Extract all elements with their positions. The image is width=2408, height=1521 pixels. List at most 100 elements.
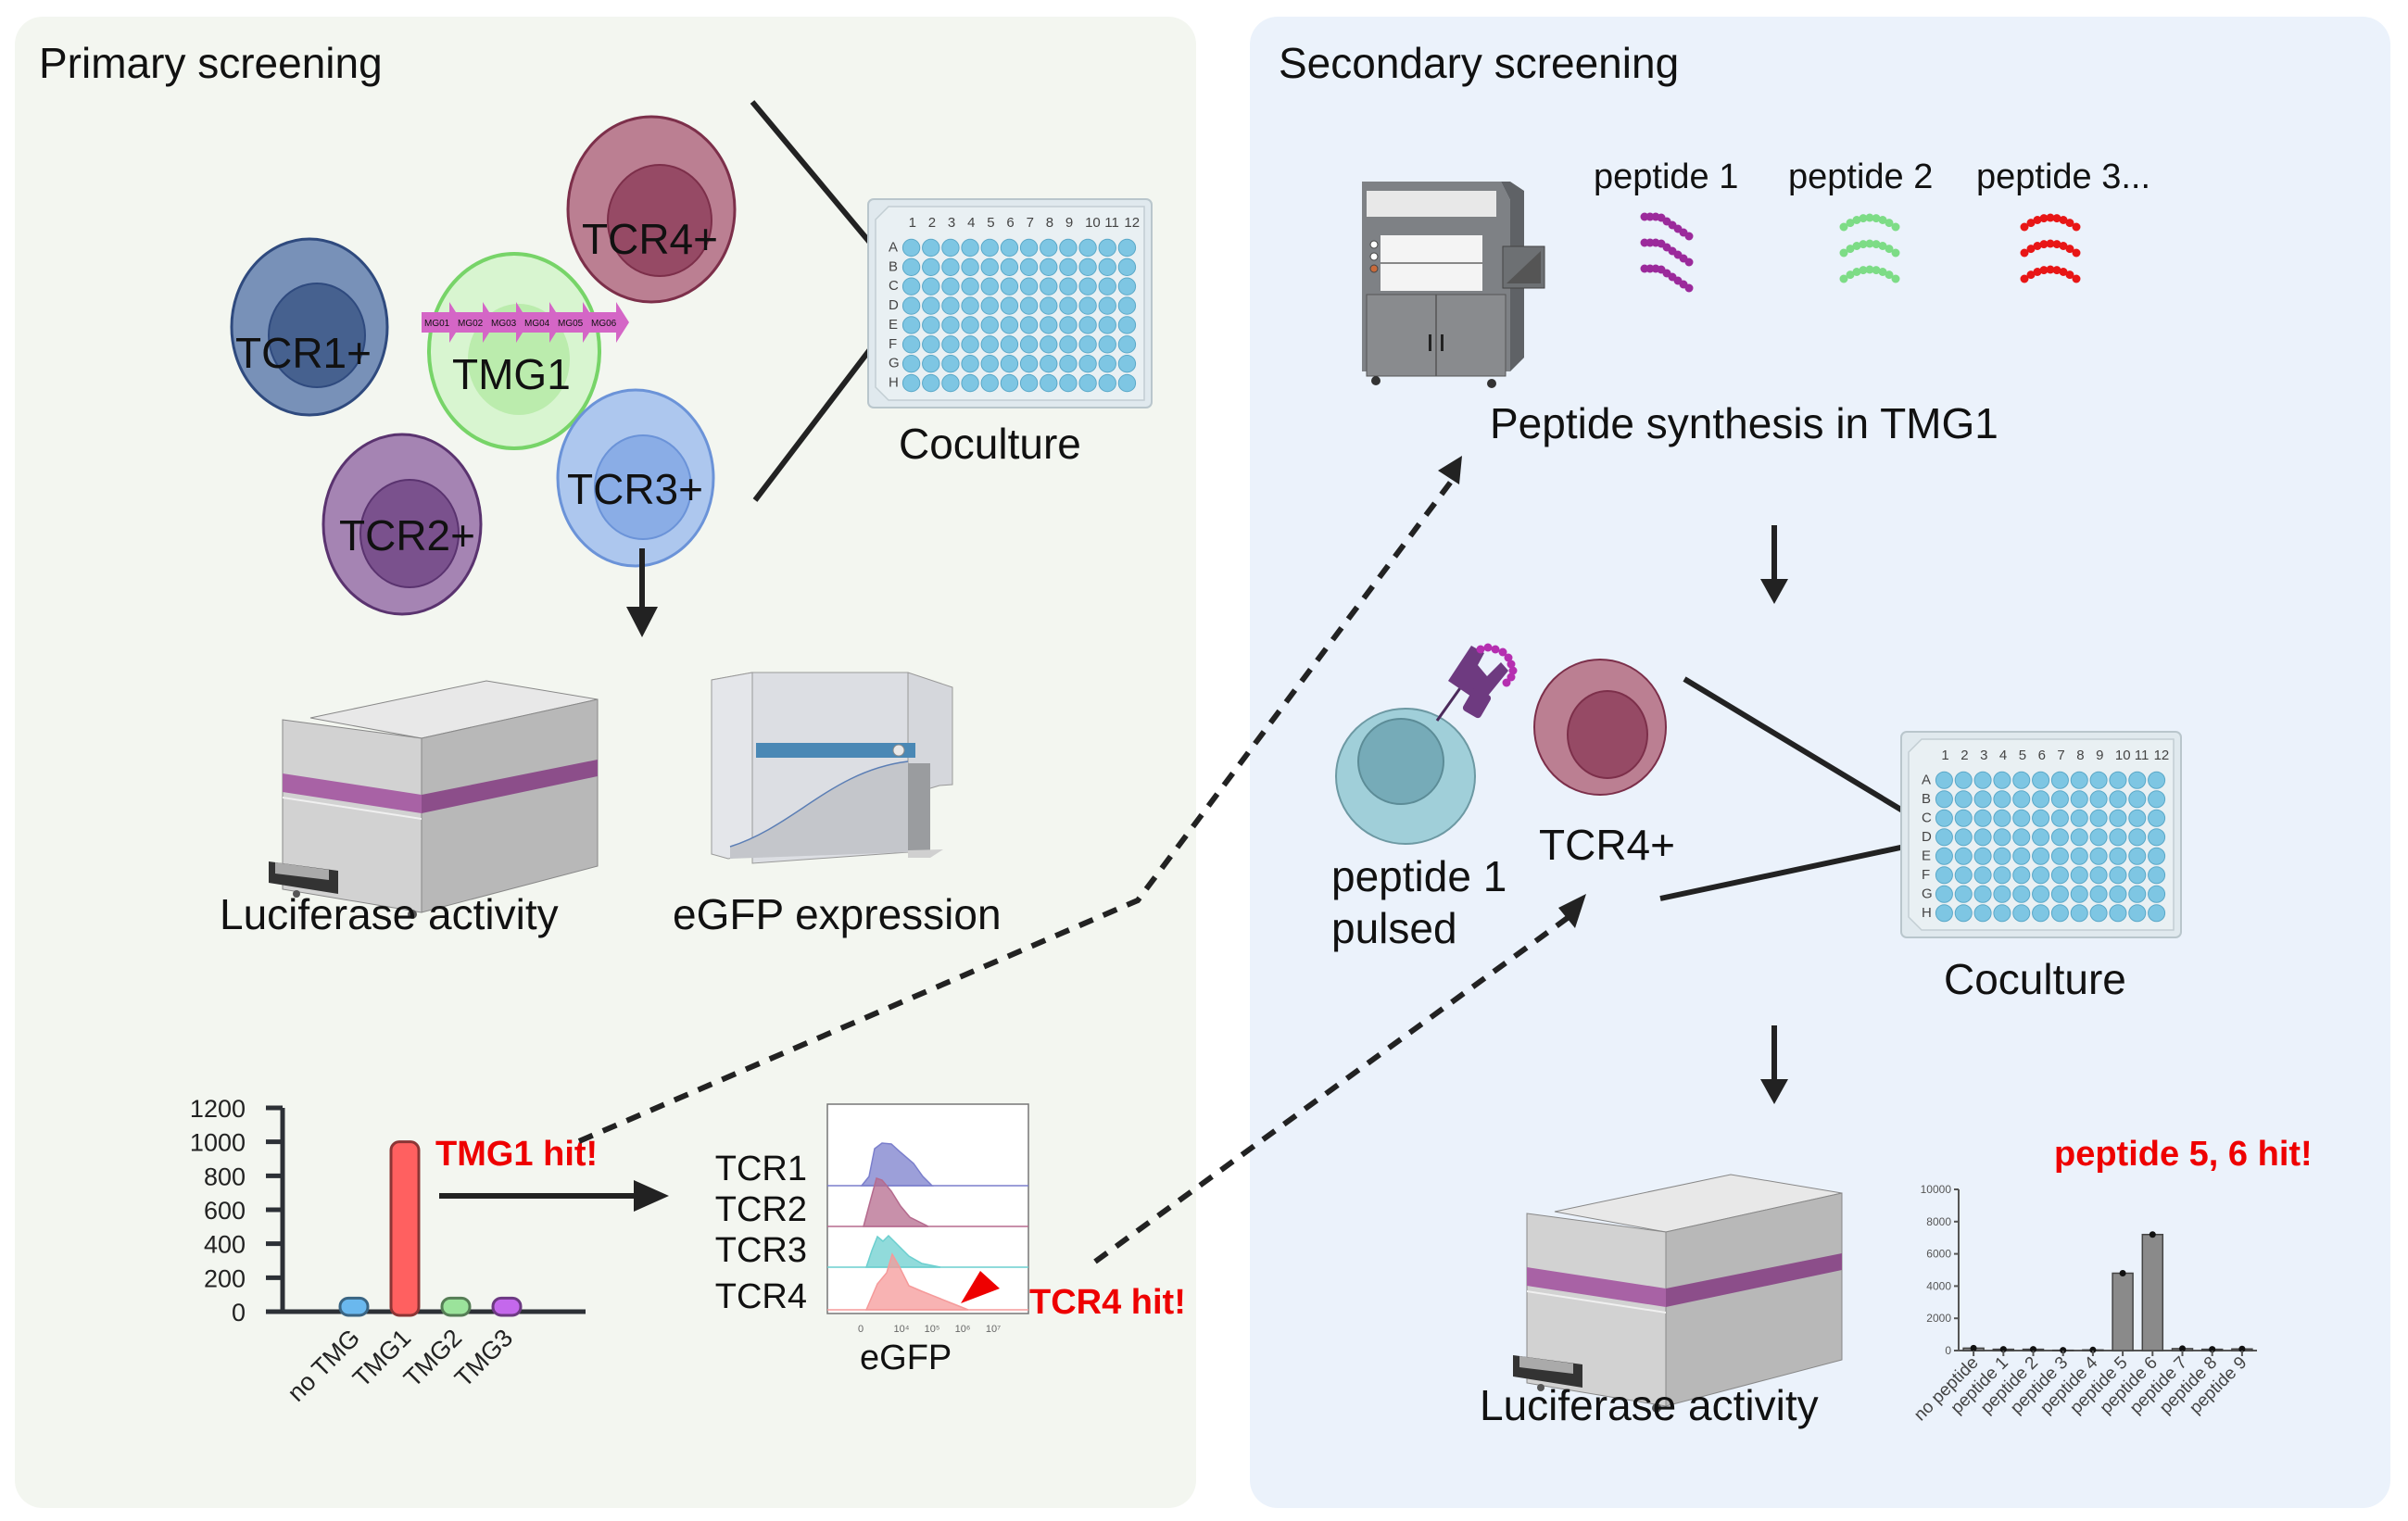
well — [1040, 355, 1058, 373]
bar — [2112, 1272, 2134, 1351]
plate-column-label: 11 — [1104, 215, 1119, 231]
well — [1954, 885, 1973, 903]
data-point — [2149, 1231, 2156, 1238]
histogram-row-label: TCR3 — [715, 1231, 807, 1270]
well — [1019, 238, 1039, 258]
well — [2032, 828, 2050, 847]
well — [2032, 771, 2050, 789]
well — [961, 277, 979, 295]
well — [1000, 335, 1019, 354]
well — [2050, 809, 2069, 827]
well — [1117, 335, 1137, 354]
well — [2032, 790, 2050, 809]
well — [941, 258, 960, 276]
plate-row-label: E — [889, 317, 898, 333]
cell-tcr4-secondary — [1533, 659, 1667, 796]
well — [1078, 373, 1097, 393]
well — [1040, 316, 1058, 334]
well — [2050, 885, 2069, 903]
plate-row-label: H — [1922, 905, 1932, 921]
primary-luciferase-label: Luciferase activity — [220, 890, 559, 938]
well — [1973, 771, 1992, 789]
well — [2148, 809, 2166, 827]
histogram-row-label: TCR1 — [715, 1150, 807, 1188]
well — [2109, 809, 2127, 827]
well — [980, 373, 999, 393]
well — [901, 335, 921, 354]
well — [2109, 847, 2127, 865]
plate-column-label: 1 — [909, 215, 916, 231]
well — [961, 296, 979, 315]
data-point — [1970, 1344, 1977, 1351]
dashed-arrow-tcr4-to-pulsed — [1093, 910, 1577, 1264]
plate-column-label: 7 — [1027, 215, 1034, 231]
hit-pointer-icon — [961, 1271, 1000, 1303]
y-tick-label: 1000 — [190, 1129, 246, 1157]
well — [1040, 238, 1058, 258]
plate-column-label: 6 — [2038, 748, 2046, 763]
data-point — [1999, 1346, 2007, 1353]
y-tick-label: 6000 — [1926, 1248, 1951, 1261]
peptide-synthesizer-icon — [1362, 182, 1545, 388]
well — [1059, 258, 1078, 276]
plate-column-label: 9 — [2096, 748, 2103, 763]
well — [1954, 904, 1973, 923]
well — [922, 373, 940, 393]
y-tick-label: 0 — [1945, 1344, 1951, 1357]
well — [980, 316, 999, 334]
well — [1078, 355, 1097, 373]
minigene-arrow: MG05 — [555, 302, 596, 343]
well — [1117, 277, 1137, 295]
plate-column-label: 3 — [948, 215, 955, 231]
well — [961, 316, 979, 334]
well — [941, 373, 960, 393]
well — [901, 277, 921, 295]
data-point — [2060, 1347, 2067, 1354]
well — [1059, 277, 1078, 295]
well — [2109, 904, 2127, 923]
well — [1078, 316, 1097, 334]
well — [1935, 828, 1953, 847]
well — [1117, 355, 1137, 373]
well — [1059, 335, 1078, 354]
histogram-tcr2 — [863, 1177, 929, 1227]
well — [1000, 258, 1019, 276]
well — [2128, 847, 2147, 865]
well — [1000, 355, 1019, 373]
flow-cytometer-icon — [711, 672, 953, 864]
well — [1019, 277, 1039, 295]
flow-xlabel: eGFP — [860, 1339, 952, 1377]
plate-row-label: E — [1922, 848, 1931, 863]
minigene-label: MG02 — [458, 319, 484, 329]
peptide-hit-annotation: peptide 5, 6 hit! — [2054, 1135, 2313, 1174]
well — [1954, 809, 1973, 827]
well — [1019, 296, 1039, 315]
y-tick-label: 0 — [232, 1299, 246, 1326]
histogram-x-tick-label: 10⁵ — [925, 1324, 940, 1335]
well — [2012, 828, 2031, 847]
well — [2109, 866, 2127, 885]
well — [2070, 885, 2088, 903]
plate-column-label: 10 — [2115, 748, 2131, 763]
y-tick-label: 600 — [204, 1197, 246, 1225]
plate-column-label: 12 — [2154, 748, 2170, 763]
plate-row-label: D — [889, 297, 899, 313]
down-arrow-head — [1760, 1079, 1788, 1104]
well — [1078, 296, 1097, 315]
well — [941, 238, 960, 258]
well — [1098, 296, 1116, 315]
well — [1098, 373, 1116, 393]
plate-column-label: 12 — [1124, 215, 1140, 231]
well — [941, 277, 960, 295]
y-tick-label: 1200 — [190, 1095, 246, 1123]
peptide-3-icon — [2020, 213, 2081, 283]
well — [2128, 904, 2147, 923]
histogram-row-label: TCR2 — [715, 1190, 807, 1229]
secondary-title: Secondary screening — [1279, 39, 1679, 87]
well — [1117, 258, 1137, 276]
peptide-label-3: peptide 3... — [1976, 157, 2150, 196]
plate-row-label: G — [1922, 886, 1933, 901]
well — [922, 355, 940, 373]
well — [2070, 847, 2088, 865]
well — [1000, 277, 1019, 295]
